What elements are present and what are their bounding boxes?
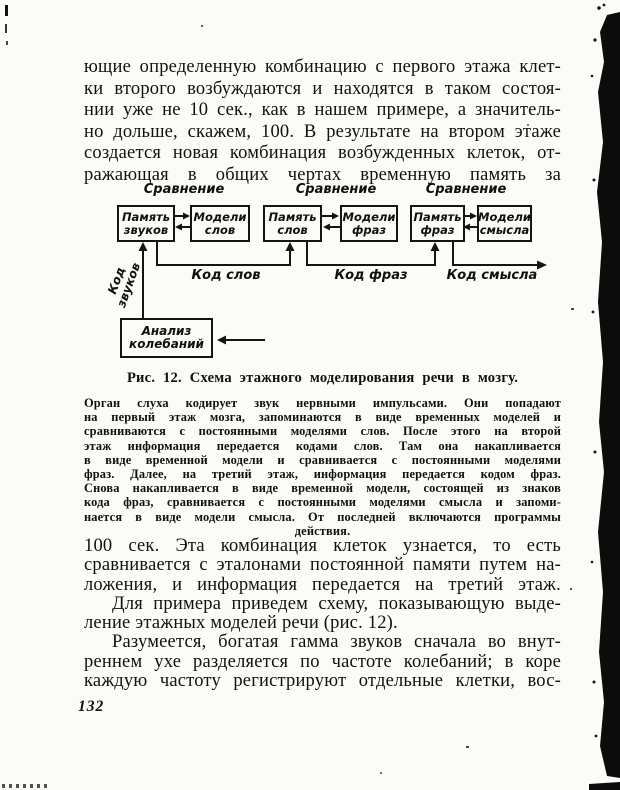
box-sound-memory: Память звуков	[117, 205, 175, 242]
scan-speck	[466, 746, 469, 748]
paragraph-top: ющие определенную комбинацию с первого э…	[84, 57, 561, 187]
note-line: действия.	[294, 523, 351, 538]
box-label: Анализ	[141, 324, 192, 338]
text-line: реннем ухе разделяется по частоте колеба…	[84, 651, 561, 672]
text-line: но дольше, скажем, 100. В результате на …	[84, 121, 561, 142]
scan-speck	[527, 124, 529, 126]
box-label: слов	[204, 222, 236, 237]
page-number: 132	[78, 698, 105, 715]
note-line: Орган слуха кодирует звук нервными импул…	[84, 396, 561, 410]
box-label: Память	[121, 209, 171, 224]
note-line: фраз. Далее, на третий этаж, информация …	[84, 466, 561, 481]
box-label: колебаний	[129, 337, 204, 351]
box-phrase-memory: Память фраз	[410, 205, 465, 242]
compare-label-3: Сравнение	[425, 182, 507, 197]
note-line: кода фраз, сравнивается с постоянными мо…	[84, 495, 561, 510]
paragraph-bottom: 100 сек. Эта комбинация клеток узнается,…	[84, 536, 561, 692]
text-line: ложения, и информация передается на трет…	[84, 574, 561, 595]
scan-binding-edge	[589, 3, 620, 790]
scan-speck	[571, 308, 574, 310]
text-line: 100 сек. Эта комбинация клеток узнается,…	[84, 536, 561, 556]
text-line: ющие определенную комбинацию с первого э…	[84, 57, 561, 77]
scan-speck	[6, 41, 8, 45]
text-line: создается новая комбинация возбужденных …	[84, 143, 561, 164]
diagram-connector-lines	[138, 212, 547, 345]
box-phrase-models: Модели фраз	[340, 205, 398, 242]
box-label: слов	[277, 222, 308, 237]
box-meaning-models: Модели смысла	[477, 205, 532, 242]
box-label: Модели	[478, 209, 531, 224]
note-line: нается в виде модели смысла. От последне…	[84, 509, 561, 524]
label-phrase-code: Код фраз	[334, 268, 408, 283]
text-line: сравнивается с эталонами постоянной памя…	[84, 555, 561, 576]
scan-speck	[201, 25, 203, 27]
box-word-memory: Память слов	[263, 205, 322, 242]
note-line: в виде временной модели и сравнивается с…	[84, 452, 561, 467]
note-line: на первый этаж мозга, запоминаются в вид…	[84, 410, 561, 425]
text-line: каждую частоту регистрируют отдельные кл…	[84, 671, 561, 692]
text-line: нии уже не 10 сек., как в нашем примере,…	[84, 100, 561, 121]
text-line: Для примера приведем схему, показывающую…	[112, 593, 561, 614]
note-line: сравниваются с постоянными моделями слов…	[84, 424, 561, 439]
text-line: ражающая в общих чертах временную память…	[84, 164, 561, 185]
box-label: Модели	[342, 209, 396, 224]
figure-note: Орган слуха кодирует звук нервными импул…	[84, 396, 561, 538]
scan-speck	[5, 5, 8, 16]
box-oscillation-analysis: Анализ колебаний	[120, 318, 213, 358]
box-label: Память	[268, 209, 317, 224]
figure-12-diagram: Сравнение Сравнение Сравнение Память зву…	[95, 183, 565, 370]
arrowheads	[138, 212, 547, 345]
note-line: Снова накапливается в виде временной мод…	[84, 481, 561, 496]
text-line: Разумеется, богатая гамма звуков сначала…	[112, 632, 561, 653]
box-label: Модели	[193, 209, 247, 224]
compare-label-1: Сравнение	[143, 182, 225, 197]
compare-label-2: Сравнение	[295, 182, 377, 197]
text-line: ление этажных моделей речи (рис. 12).	[84, 613, 398, 634]
note-line: этаж информация передается кодами слов. …	[84, 438, 561, 453]
printer-mark-artifact	[2, 784, 48, 788]
scan-speck	[380, 772, 382, 774]
box-label: смысла	[479, 222, 530, 237]
box-label: фраз	[351, 222, 387, 237]
scan-speck	[570, 588, 572, 590]
label-meaning-code: Код смысла	[446, 268, 538, 283]
box-word-models: Модели слов	[190, 205, 250, 242]
scan-speck	[5, 24, 7, 33]
figure-caption: Рис. 12. Схема этажного моделирования ре…	[126, 370, 519, 386]
box-label: звуков	[123, 222, 169, 237]
box-label: Память	[413, 209, 462, 224]
label-word-code: Код слов	[191, 268, 261, 283]
box-label: фраз	[420, 222, 455, 237]
text-line: ки второго возбуждаются и находятся в та…	[84, 78, 561, 99]
